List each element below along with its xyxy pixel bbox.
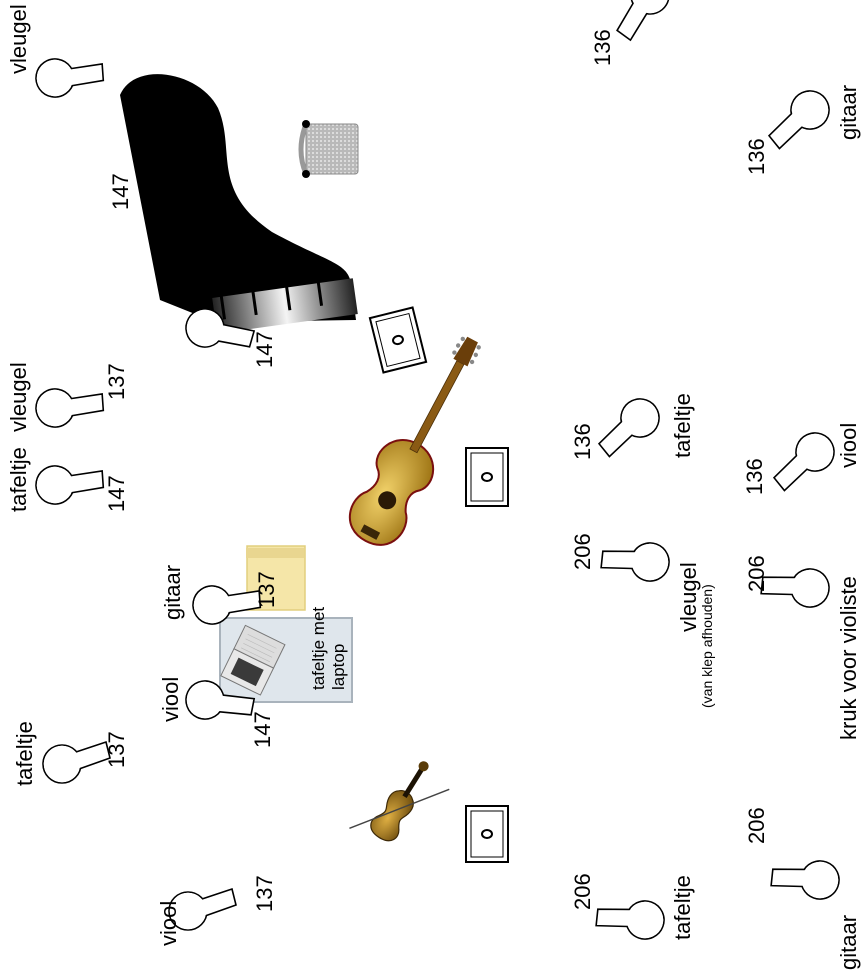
microphone-stand-icon [588, 393, 666, 458]
microphone-stand-icon [33, 53, 106, 105]
microphone-stand-icon [592, 886, 669, 947]
mic-label-vleugel-top: vleugel [6, 4, 31, 74]
mic-label-tafeltje-206: tafeltje [670, 875, 695, 940]
mic-label-vleugel-137: vleugel [6, 362, 31, 432]
mic-label-gitaar-piano: gitaar [161, 305, 186, 360]
microphone-stand-icon [758, 85, 836, 150]
mic-height-gitaar-137: 137 [254, 571, 279, 608]
mic-height-tafeltje-137: 137 [104, 731, 129, 768]
piano-height-label: 147 [108, 173, 133, 210]
microphone-stand-icon [33, 460, 106, 512]
laptop-table-label-line2: laptop [329, 644, 348, 690]
mic-label-viool-147: viool [158, 677, 183, 722]
mic-height-viool-147: 147 [250, 711, 275, 748]
microphone-stand-icon [763, 427, 841, 492]
mic-label-viool-137: viool [156, 901, 181, 946]
mic-height-tafeltje-136: 136 [570, 423, 595, 460]
violin-icon [349, 746, 455, 862]
mic-height-gitaar-136: 136 [744, 138, 769, 175]
mic-height-top-right: 136 [590, 29, 615, 66]
mic-height-tafeltje-147: 147 [104, 475, 129, 512]
microphone-stand-icon [33, 383, 106, 435]
mic-height-tafeltje-206: 206 [570, 873, 595, 910]
floor-monitor-icon [370, 308, 426, 373]
mic-height-vleugel-137: 137 [104, 363, 129, 400]
microphone-stand-icon [767, 846, 844, 907]
mic-note-vleugel-206: (van klep afhouden) [699, 584, 715, 708]
mic-height-gitaar-piano: 147 [252, 331, 277, 368]
floor-monitor-icon [466, 806, 508, 862]
microphone-stand-icon [597, 528, 674, 589]
laptop-table-label-line1: tafeltje met [309, 607, 328, 690]
floor-monitor-icon [466, 448, 508, 506]
mic-height-viool-136: 136 [742, 458, 767, 495]
mic-label-viool-136: viool [836, 423, 861, 468]
mic-label-tafeltje-147: tafeltje [6, 447, 31, 512]
mic-label-gitaar-136: gitaar [836, 85, 861, 140]
mic-label-kruk-206: kruk voor violiste [836, 576, 861, 740]
mic-label-tafeltje-136: tafeltje [670, 393, 695, 458]
mic-height-viool-137: 137 [252, 875, 277, 912]
piano-stool-icon [301, 120, 358, 178]
mic-label-tafeltje-137: tafeltje [12, 721, 37, 786]
mic-height-gitaar-206: 206 [744, 807, 769, 844]
mic-label-gitaar-137: gitaar [160, 565, 185, 620]
grand-piano-icon [120, 74, 358, 334]
microphone-stand-icon [43, 742, 110, 783]
mic-label-vleugel-206: vleugel [676, 562, 701, 632]
mic-height-vleugel-206: 206 [570, 533, 595, 570]
mic-label-gitaar-206: gitaar [836, 915, 861, 970]
mic-height-kruk-206: 206 [744, 555, 769, 592]
